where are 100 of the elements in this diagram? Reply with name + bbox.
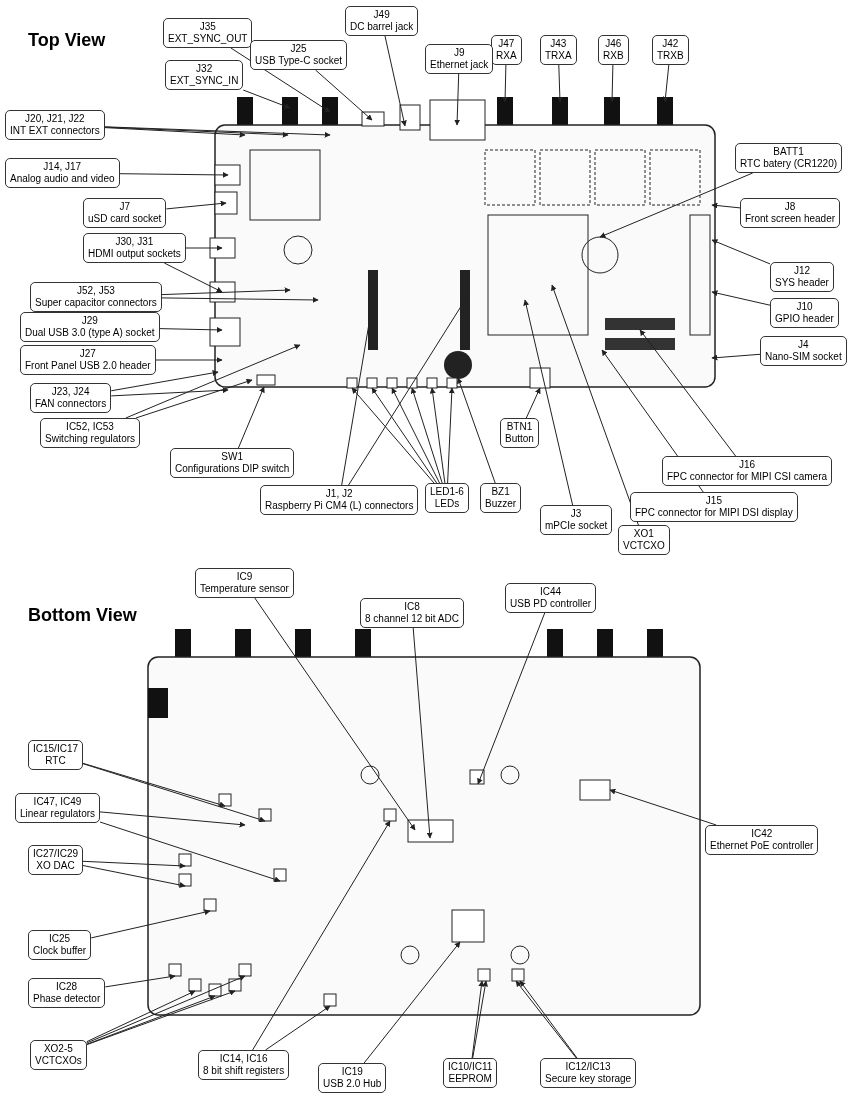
part-designator: J47 <box>497 38 516 50</box>
part-description: HDMI output sockets <box>88 248 181 260</box>
part-designator: BTN1 <box>505 421 534 433</box>
part-designator: IC27/IC29 <box>33 848 79 860</box>
part-description: DC barrel jack <box>350 21 414 33</box>
callout-box <box>630 492 798 522</box>
leader-line <box>447 387 455 484</box>
part-description: RTC <box>44 755 67 767</box>
leader-line <box>104 126 289 138</box>
part-description: RXA <box>496 50 517 62</box>
part-designator: IC8 <box>403 601 421 613</box>
part-description: TRXA <box>545 50 572 62</box>
callout-box <box>662 456 833 486</box>
leader-line <box>609 788 717 826</box>
part-description: Front screen header <box>745 213 836 225</box>
part-designator: IC15/IC17 <box>33 743 79 755</box>
leader-line <box>82 762 226 808</box>
leader-line <box>82 865 186 888</box>
callout-box <box>83 198 167 228</box>
part-description: LEDs <box>433 498 461 510</box>
part-designator: J20, J21, J22 <box>24 113 86 125</box>
callout-box <box>5 110 105 140</box>
leader-line <box>599 172 754 238</box>
part-designator: IC12/IC13 <box>564 1061 612 1073</box>
callout-box <box>28 845 84 875</box>
part-designator: IC42 <box>750 828 774 840</box>
callout-box <box>20 312 160 342</box>
leader-line <box>155 357 223 363</box>
callout-box <box>250 40 348 70</box>
part-designator: J29 <box>80 315 99 327</box>
leader-line <box>185 245 223 251</box>
leader-line <box>161 287 291 296</box>
callout-box <box>540 35 577 65</box>
callout-box <box>318 1063 387 1093</box>
part-description: Linear regulators <box>20 808 96 820</box>
leader-line <box>90 909 211 939</box>
leader-line <box>165 200 227 210</box>
leader-line <box>104 973 176 988</box>
part-designator: J49 <box>372 9 391 21</box>
part-description: FPC connector for MIPI DSI display <box>635 507 793 519</box>
part-description: 8 channel 12 bit ADC <box>365 613 459 625</box>
leader-line <box>551 284 639 526</box>
leader-line <box>523 299 574 506</box>
part-description: 8 bit shift registers <box>203 1065 285 1077</box>
callout-box <box>652 35 689 65</box>
part-designator: J46 <box>604 38 623 50</box>
leader-line <box>82 763 266 823</box>
leader-line <box>237 386 265 449</box>
view-heading: Top View <box>28 30 106 51</box>
callout-box <box>30 282 162 312</box>
callout-box <box>83 233 186 263</box>
leader-line <box>471 980 485 1059</box>
part-description: USB PD controller <box>510 598 592 610</box>
part-description: Clock buffer <box>33 945 87 957</box>
leader-line <box>711 202 741 209</box>
part-description: uSD card socket <box>88 213 162 225</box>
callout-box <box>540 505 613 535</box>
part-description: VCTCXOs <box>35 1055 82 1067</box>
callout-box <box>360 598 464 628</box>
leader-line <box>254 597 416 831</box>
callout-box <box>40 418 141 448</box>
part-designator: J9 <box>452 47 466 59</box>
leader-line <box>384 35 407 127</box>
leader-line <box>252 820 391 1051</box>
callout-box <box>30 383 112 413</box>
leader-line <box>351 387 435 484</box>
part-description: Analog audio and video <box>10 173 115 185</box>
leader-line <box>161 296 319 303</box>
part-designator: J32 <box>195 63 214 75</box>
callout-box <box>170 448 295 478</box>
leader-line <box>104 126 331 138</box>
part-designator: SW1 <box>220 451 244 463</box>
leader-line <box>711 239 771 265</box>
leader-line <box>711 353 761 361</box>
leader-line <box>412 627 433 839</box>
callout-box <box>198 1050 290 1080</box>
leader-line <box>110 370 219 392</box>
part-designator: IC28 <box>55 981 79 993</box>
callout-box <box>30 1040 87 1070</box>
part-description: TRXB <box>657 50 684 62</box>
part-description: EXT_SYNC_IN <box>170 75 239 87</box>
part-designator: IC52, IC53 <box>65 421 115 433</box>
leader-line <box>82 860 186 869</box>
part-description: Secure key storage <box>545 1073 632 1085</box>
callout-box <box>705 825 819 855</box>
leader-line <box>86 990 196 1043</box>
part-description: mPCIe socket <box>545 520 608 532</box>
callout-box <box>760 336 847 366</box>
callout-box <box>260 485 419 515</box>
leader-line <box>265 1005 331 1051</box>
leader-line <box>99 821 281 883</box>
callout-box <box>28 930 92 960</box>
part-designator: J35 <box>198 21 217 33</box>
leader-line <box>86 995 216 1045</box>
part-description: USB 2.0 Hub <box>323 1078 382 1090</box>
part-description: FAN connectors <box>35 398 107 410</box>
part-description: Buzzer <box>485 498 517 510</box>
callout-box <box>480 483 522 513</box>
leader-line <box>457 377 496 484</box>
part-description: Raspberry Pi CM4 (L) connectors <box>265 500 414 512</box>
